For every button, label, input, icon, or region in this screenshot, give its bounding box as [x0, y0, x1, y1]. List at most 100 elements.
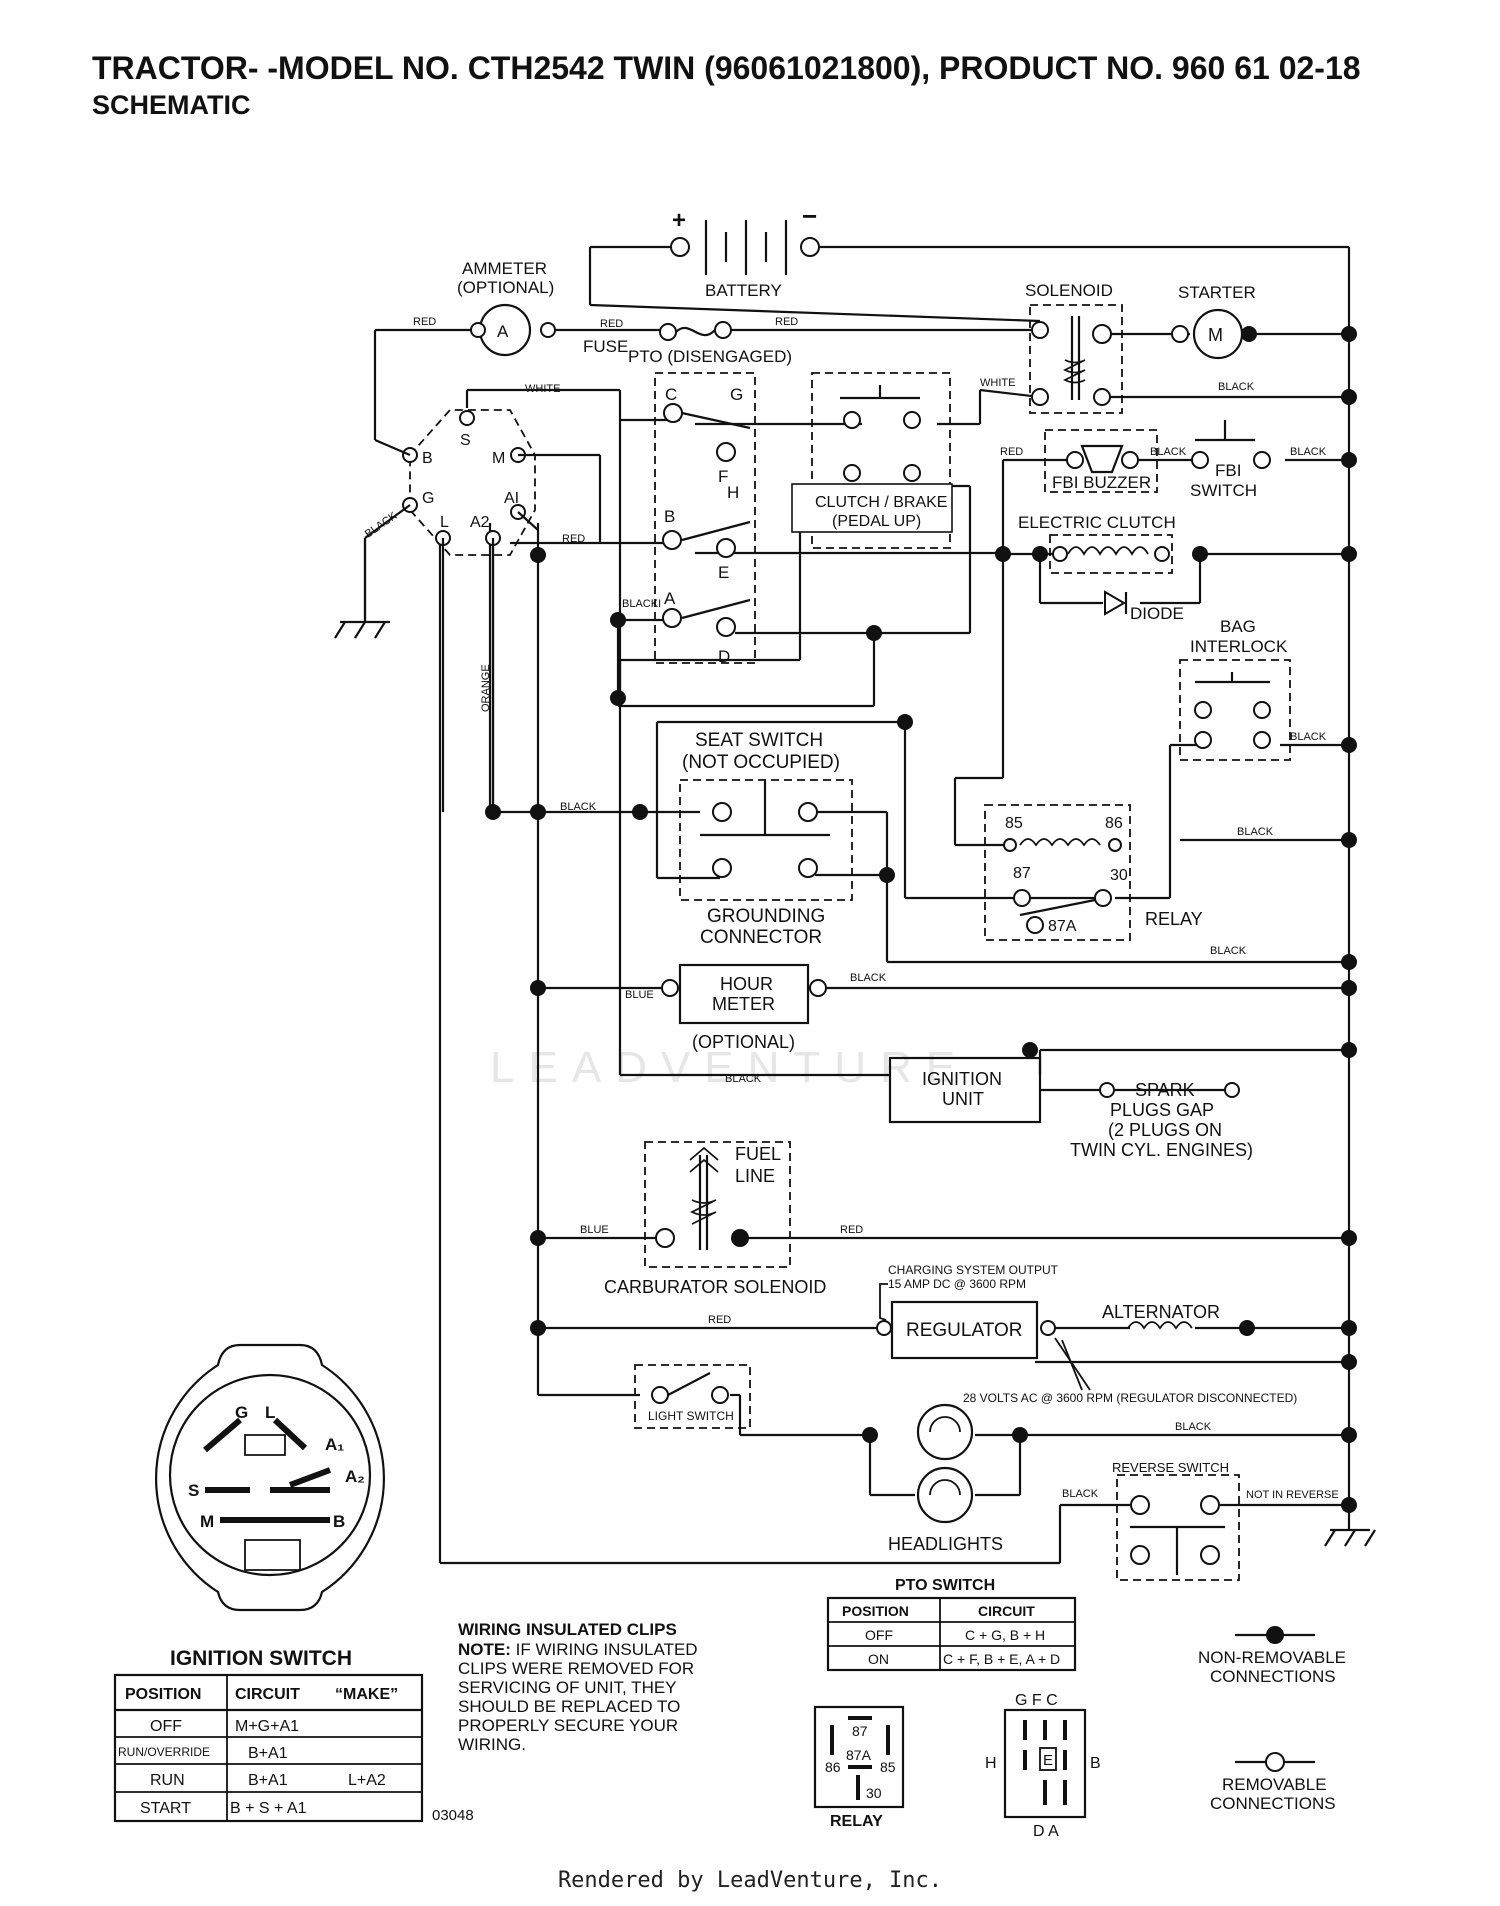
- page-subtitle: SCHEMATIC: [92, 90, 251, 120]
- ignition-switch-schematic: S B M G AI L A2: [363, 409, 602, 812]
- pto-switch: C G F H B E A D: [654, 372, 756, 666]
- pto-terminal-c: C: [665, 385, 677, 404]
- ignition-switch-title: IGNITION SWITCH: [170, 1647, 352, 1670]
- ign-table-header-position: POSITION: [125, 1686, 201, 1703]
- clutch-brake-switch: CLUTCH / BRAKE (PEDAL UP): [791, 372, 953, 549]
- pto-terminal-d: D: [718, 647, 730, 666]
- wire-label-red: RED: [600, 318, 623, 330]
- grounding-connector-label: GROUNDING: [707, 906, 825, 927]
- pto-table-cell: OFF: [865, 1627, 893, 1643]
- relay-pin-86: 86: [1105, 815, 1123, 832]
- battery-label: BATTERY: [705, 281, 782, 300]
- pto-terminal-h: H: [727, 483, 739, 502]
- wire-label-black: BLACK: [725, 1073, 762, 1085]
- alternator: ALTERNATOR 28 VOLTS AC @ 3600 RPM (REGUL…: [963, 1302, 1297, 1405]
- relay-label: RELAY: [1145, 909, 1203, 929]
- diode: DIODE: [1104, 590, 1184, 623]
- face-label-m: M: [200, 1512, 214, 1531]
- grounding-connector-label-2: CONNECTOR: [700, 927, 822, 948]
- ign-terminal-s: S: [460, 432, 471, 449]
- pto-table-header-position: POSITION: [842, 1603, 909, 1619]
- relay-pin-30: 30: [1110, 867, 1128, 884]
- ign-terminal-a2: A2: [470, 514, 490, 531]
- spark-label-2: PLUGS GAP: [1110, 1100, 1214, 1120]
- starter: M STARTER: [1171, 283, 1257, 360]
- ign-terminal-g: G: [422, 490, 434, 507]
- fbi-buzzer: FBI BUZZER: [1044, 429, 1158, 493]
- wire-label-black: BLACK: [1237, 826, 1274, 838]
- fuse: FUSE: [583, 321, 732, 356]
- relay-detail-pin: 30: [866, 1785, 882, 1801]
- hour-meter-label: HOUR: [720, 974, 773, 994]
- alternator-label: ALTERNATOR: [1102, 1302, 1220, 1322]
- carburator-solenoid: FUEL LINE CARBURATOR SOLENOID: [604, 1141, 826, 1297]
- bus-nodes: [485, 326, 1357, 1513]
- clips-note-title: WIRING INSULATED CLIPS: [458, 1620, 677, 1639]
- ign-table-cell: B+A1: [248, 1772, 288, 1789]
- bag-interlock: BAG INTERLOCK: [1179, 617, 1291, 761]
- legend-non-removable-2: CONNECTIONS: [1210, 1667, 1336, 1686]
- spark-label: SPARK: [1135, 1080, 1195, 1100]
- relay-detail-pin: 85: [880, 1759, 896, 1775]
- wire-label-blue: BLUE: [580, 1224, 609, 1236]
- bag-interlock-label-2: INTERLOCK: [1190, 637, 1288, 656]
- solenoid-label: SOLENOID: [1025, 281, 1113, 300]
- not-in-reverse-label: NOT IN REVERSE: [1246, 1489, 1339, 1501]
- pto-table-cell: C + F, B + E, A + D: [943, 1651, 1060, 1667]
- clutch-brake-pedal: (PEDAL UP): [832, 513, 921, 530]
- legend-removable-2: CONNECTIONS: [1210, 1794, 1336, 1813]
- wire-label-red: RED: [840, 1224, 863, 1236]
- ammeter: A AMMETER (OPTIONAL): [457, 259, 556, 357]
- fuel-line-label-2: LINE: [735, 1166, 775, 1186]
- pto-terminal-f: F: [718, 467, 728, 486]
- ign-table-cell: OFF: [150, 1718, 182, 1735]
- clips-note-line: CLIPS WERE REMOVED FOR: [458, 1659, 694, 1678]
- pto-table-cell: C + G, B + H: [965, 1627, 1045, 1643]
- diode-label: DIODE: [1130, 604, 1184, 623]
- ignition-unit-label: IGNITION: [922, 1069, 1002, 1089]
- wire-label-red: RED: [708, 1314, 731, 1326]
- relay-pin-87: 87: [1013, 865, 1031, 882]
- pto-detail-right: B: [1090, 1755, 1101, 1772]
- relay: 85 86 87 30 87A RELAY: [984, 804, 1203, 941]
- spark-label-3: (2 PLUGS ON: [1108, 1120, 1222, 1140]
- face-label-g: G: [235, 1403, 248, 1422]
- pto-terminal-g: G: [730, 385, 743, 404]
- ign-table-cell: RUN/OVERRIDE: [118, 1745, 210, 1759]
- starter-symbol: M: [1208, 325, 1223, 345]
- ammeter-symbol: A: [497, 322, 509, 341]
- ign-table-header-circuit: CIRCUIT: [235, 1686, 300, 1703]
- ign-table-cell: RUN: [150, 1772, 185, 1789]
- clips-note-line: PROPERLY SECURE YOUR: [458, 1716, 678, 1735]
- ign-terminal-b: B: [422, 450, 433, 467]
- ign-table-cell: B + S + A1: [230, 1800, 307, 1817]
- seat-switch: SEAT SWITCH (NOT OCCUPIED) GROUNDING CON…: [679, 730, 853, 948]
- watermark: LEADVENTURE: [490, 1043, 969, 1092]
- ground-symbol-right: [1324, 1529, 1376, 1547]
- battery-plus: +: [672, 207, 686, 234]
- wire-labels: RED RED RED WHITE WHITE BLACK RED BLACK …: [363, 316, 1327, 1500]
- wiring-clips-note: WIRING INSULATED CLIPS NOTE: IF WIRING I…: [458, 1620, 698, 1754]
- ign-table-cell: B+A1: [248, 1745, 288, 1762]
- spark-label-4: TWIN CYL. ENGINES): [1070, 1140, 1253, 1160]
- pto-table-title: PTO SWITCH: [895, 1577, 995, 1594]
- reverse-switch: REVERSE SWITCH NOT IN REVERSE: [1112, 1460, 1339, 1581]
- relay-detail-pin: 86: [825, 1759, 841, 1775]
- relay-pin-87a: 87A: [1048, 918, 1077, 935]
- face-label-s: S: [188, 1481, 199, 1500]
- wire-label-black: BLACK: [363, 510, 400, 541]
- battery-minus: −: [802, 201, 817, 231]
- headlights-label: HEADLIGHTS: [888, 1534, 1003, 1554]
- face-label-a1: A₁: [325, 1435, 344, 1454]
- fbi-buzzer-label: FBI BUZZER: [1052, 473, 1151, 492]
- pto-table-cell: ON: [868, 1651, 889, 1667]
- wire-label-white: WHITE: [525, 383, 560, 395]
- regulator-label: REGULATOR: [906, 1320, 1023, 1341]
- ign-terminal-l: L: [440, 514, 449, 531]
- pto-detail-bottom: D A: [1033, 1823, 1059, 1840]
- electric-clutch-label: ELECTRIC CLUTCH: [1018, 513, 1176, 532]
- relay-detail-pin: 87: [852, 1723, 868, 1739]
- wire-label-black: BLACK: [560, 801, 597, 813]
- wire-label-black: BLACK: [1150, 446, 1187, 458]
- relay-detail: 87 87A 86 85 30 RELAY: [813, 1705, 905, 1830]
